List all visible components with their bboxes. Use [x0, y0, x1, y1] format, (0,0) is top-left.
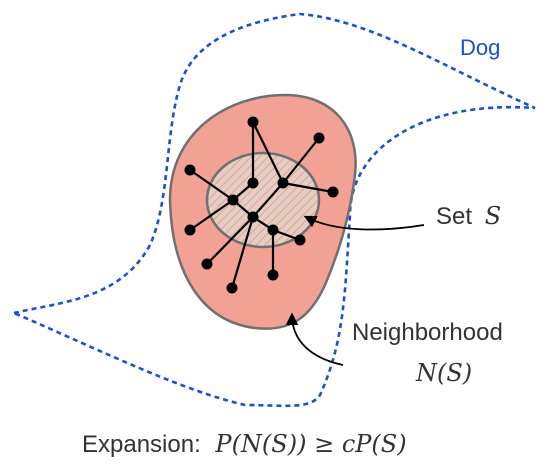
edge	[206, 216, 254, 265]
dog-label: Dog	[460, 35, 500, 60]
node	[226, 282, 238, 294]
node	[184, 224, 196, 236]
neighborhood-math: N(S)	[415, 359, 472, 387]
node	[327, 186, 339, 198]
node	[294, 234, 306, 246]
set-arrow-icon	[303, 215, 425, 231]
edge	[252, 121, 284, 184]
neighborhood-arrow-icon	[285, 312, 344, 366]
node	[184, 164, 196, 176]
node	[247, 116, 259, 128]
node	[201, 258, 213, 270]
node	[267, 269, 279, 281]
edge	[189, 199, 234, 231]
edge	[252, 182, 284, 218]
expansion-prefix: Expansion:	[82, 431, 201, 458]
expansion-caption: Expansion: P(N(S)) ≥ cP(S)	[82, 430, 407, 458]
node	[227, 194, 239, 206]
dog-region-outline	[9, 12, 536, 408]
node	[277, 177, 289, 189]
node	[267, 224, 279, 236]
node	[247, 177, 259, 189]
edge	[282, 181, 334, 194]
set-label: Set S	[436, 202, 501, 230]
edge	[189, 169, 234, 201]
node	[247, 211, 259, 223]
graph-nodes	[184, 116, 339, 294]
expansion-formula: P(N(S)) ≥ cP(S)	[214, 430, 406, 458]
edge	[282, 137, 320, 184]
neighborhood-label: Neighborhood	[352, 319, 503, 346]
set-region	[205, 151, 321, 249]
node	[313, 132, 325, 144]
edge	[230, 216, 255, 289]
set-label-prefix: Set	[436, 203, 472, 230]
set-label-symbol: S	[485, 202, 501, 230]
